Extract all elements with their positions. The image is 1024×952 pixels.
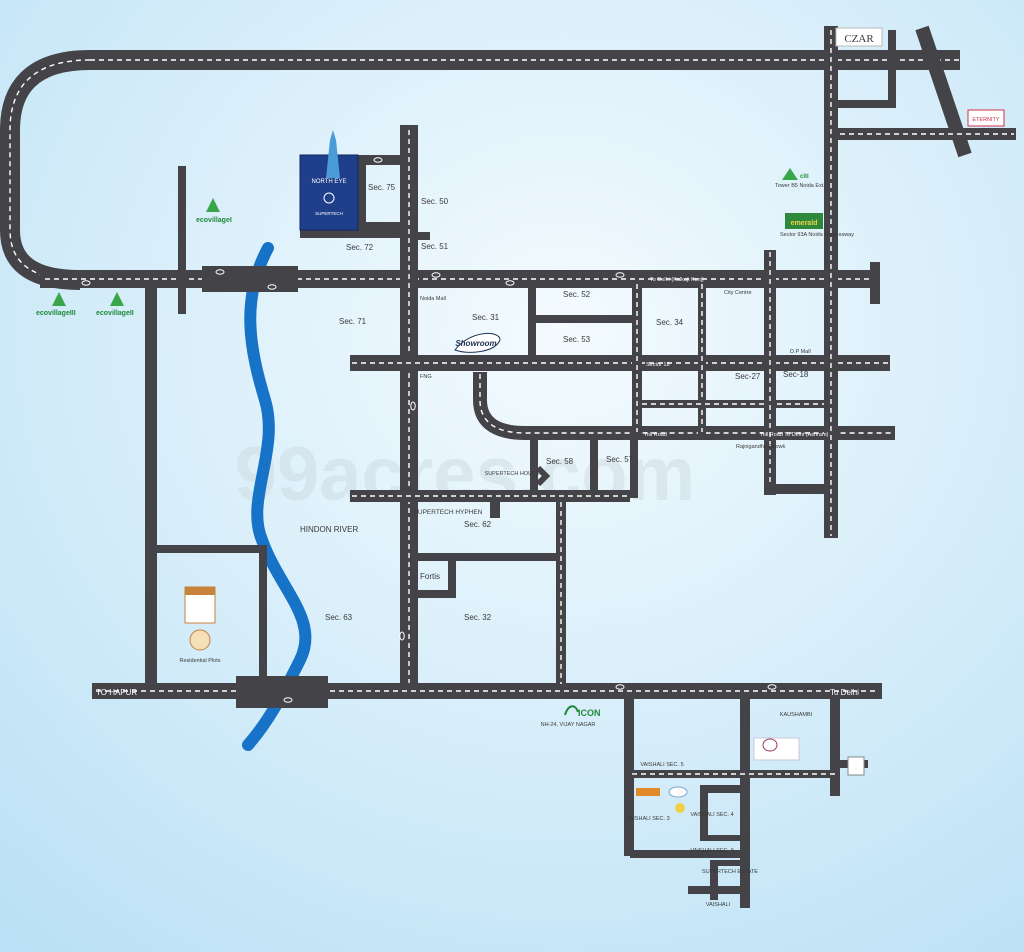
tree-icon	[782, 168, 798, 180]
vaishali-sec4-label: VAISHALI SEC. 4	[690, 812, 733, 818]
label-toll-road: Toll Road	[644, 432, 667, 438]
landmarks: NORTH EYE SUPERTECH CZAR ETERNITY citi T…	[36, 27, 1005, 908]
road-labels: HINDON RIVER TO HAPUR To Delhi To Delhi …	[96, 277, 859, 697]
eternity-title: ETERNITY	[972, 117, 1000, 123]
label-sec-62: Sec. 62	[464, 520, 492, 529]
label-sec-58: Sec. 58	[546, 457, 574, 466]
ecovillage-left-2-landmark: ecovillageII	[96, 292, 134, 317]
kaushambi-logo-landmark	[753, 737, 800, 761]
showroom-landmark: Showroom	[454, 332, 501, 353]
showroom-title: Showroom	[455, 339, 496, 348]
right-signboard	[847, 756, 865, 776]
label-sec-27: Sec-27	[735, 372, 761, 381]
tree-icon	[52, 292, 66, 306]
label-sec-71: Sec. 71	[339, 317, 367, 326]
tower-icon	[326, 130, 340, 178]
eco-citi-subtitle: Tower B5 Noida Ext.	[775, 183, 825, 189]
label-sec-72: Sec. 72	[346, 243, 374, 252]
label-sec-75: Sec. 75	[368, 183, 396, 192]
road-markers	[81, 157, 777, 703]
vaishali-bottom-label: VAISHALI	[706, 902, 731, 908]
label-sec-51: Sec. 51	[421, 242, 449, 251]
ecovillage-top-landmark: ecovillageI	[196, 198, 232, 224]
label-sec-32: Sec. 32	[464, 613, 492, 622]
label-city-centre: City Centre	[724, 290, 752, 296]
label-sec-63: Sec. 63	[325, 613, 353, 622]
road-bridge-south	[236, 676, 328, 708]
label-hindon-river: HINDON RIVER	[300, 525, 358, 534]
icon-landmark: ICON NH-24, VIJAY NAGAR	[541, 705, 601, 728]
north-eye-logo-icon	[323, 192, 335, 204]
watermark: 99acres.com	[235, 432, 696, 517]
label-sector-road: Sector 18	[646, 362, 670, 368]
label-to-hapur: TO HAPUR	[96, 688, 137, 697]
eternity-landmark: ETERNITY	[967, 109, 1005, 127]
label-noida-mall: Noida Mall	[420, 296, 446, 302]
fortis-label: Fortis	[420, 572, 440, 581]
emerald-subtitle: Sector 93A Noida Expressway	[780, 232, 854, 238]
residential-sign-landmark: Residential Plots	[180, 586, 221, 664]
label-top-road: To Delhi (Kalkaji Kunj)	[650, 277, 704, 283]
czar-landmark: CZAR	[835, 27, 883, 47]
vaishali-sec9-label: VAISHALI SEC. 9	[690, 848, 733, 854]
tree-icon	[206, 198, 220, 212]
north-eye-subtitle: SUPERTECH	[315, 211, 343, 216]
supertech-house-label: SUPERTECH HOUSE	[485, 471, 540, 477]
supertech-estate-label: SUPERTECH ESTATE	[702, 869, 758, 875]
palm-icon	[564, 705, 579, 716]
label-dp-mall: D.P Mall	[790, 349, 811, 355]
eco-citi-landmark: citi Tower B5 Noida Ext.	[775, 168, 825, 189]
sector-labels: Sec. 75 Sec. 50 Sec. 51 Sec. 72 Sec. 71 …	[325, 183, 809, 622]
vaishali-sec3-label: VAISHALI SEC. 3	[626, 816, 669, 822]
label-toll-road-delhi: Toll Road To Delhi (Ashram)	[760, 432, 829, 438]
ecovillage-left-1-landmark: ecovillageIII	[36, 292, 76, 317]
road-bridge-north	[202, 266, 298, 292]
emerald-landmark: emerald Sector 93A Noida Expressway	[780, 213, 854, 238]
icon-title: ICON	[578, 708, 601, 718]
label-rajnigandha: Rajnigandha Chowk	[736, 444, 785, 450]
label-sec-57: Sec. 57	[606, 455, 634, 464]
emerald-title: emerald	[791, 220, 818, 227]
label-fng: FNG	[420, 374, 432, 380]
north-eye-title: NORTH EYE	[312, 179, 347, 185]
eco-citi-title: citi	[800, 174, 809, 180]
fng-road	[350, 355, 890, 371]
label-to-delhi: To Delhi	[830, 688, 859, 697]
vaishali-sec5-label: VAISHALI SEC. 5	[640, 762, 683, 768]
icon-subtitle: NH-24, VIJAY NAGAR	[541, 722, 596, 728]
road-left-vertical	[145, 280, 157, 692]
ecovillage-top-title: ecovillageI	[196, 217, 232, 224]
label-sec-50: Sec. 50	[421, 197, 449, 206]
vaishali-logo-landmark	[636, 786, 688, 813]
main-road-vertical	[400, 125, 418, 691]
label-sec-31: Sec. 31	[472, 313, 500, 322]
label-sec-34: Sec. 34	[656, 318, 684, 327]
label-sec-18: Sec-18	[783, 370, 809, 379]
label-sec-52: Sec. 52	[563, 290, 591, 299]
label-sec-53: Sec. 53	[563, 335, 591, 344]
ecovillage-left-1-title: ecovillageIII	[36, 310, 76, 317]
czar-title: CZAR	[844, 33, 874, 45]
north-eye-landmark: NORTH EYE SUPERTECH	[299, 130, 359, 231]
ecovillage-left-2-title: ecovillageII	[96, 310, 134, 317]
supertech-hyphen-label: SUPERTECH HYPHEN	[414, 509, 483, 516]
tree-icon	[110, 292, 124, 306]
residential-plots-label: Residential Plots	[180, 658, 221, 664]
kaushambi-label: KAUSHAMBI	[780, 712, 813, 718]
road-network	[0, 25, 1016, 908]
